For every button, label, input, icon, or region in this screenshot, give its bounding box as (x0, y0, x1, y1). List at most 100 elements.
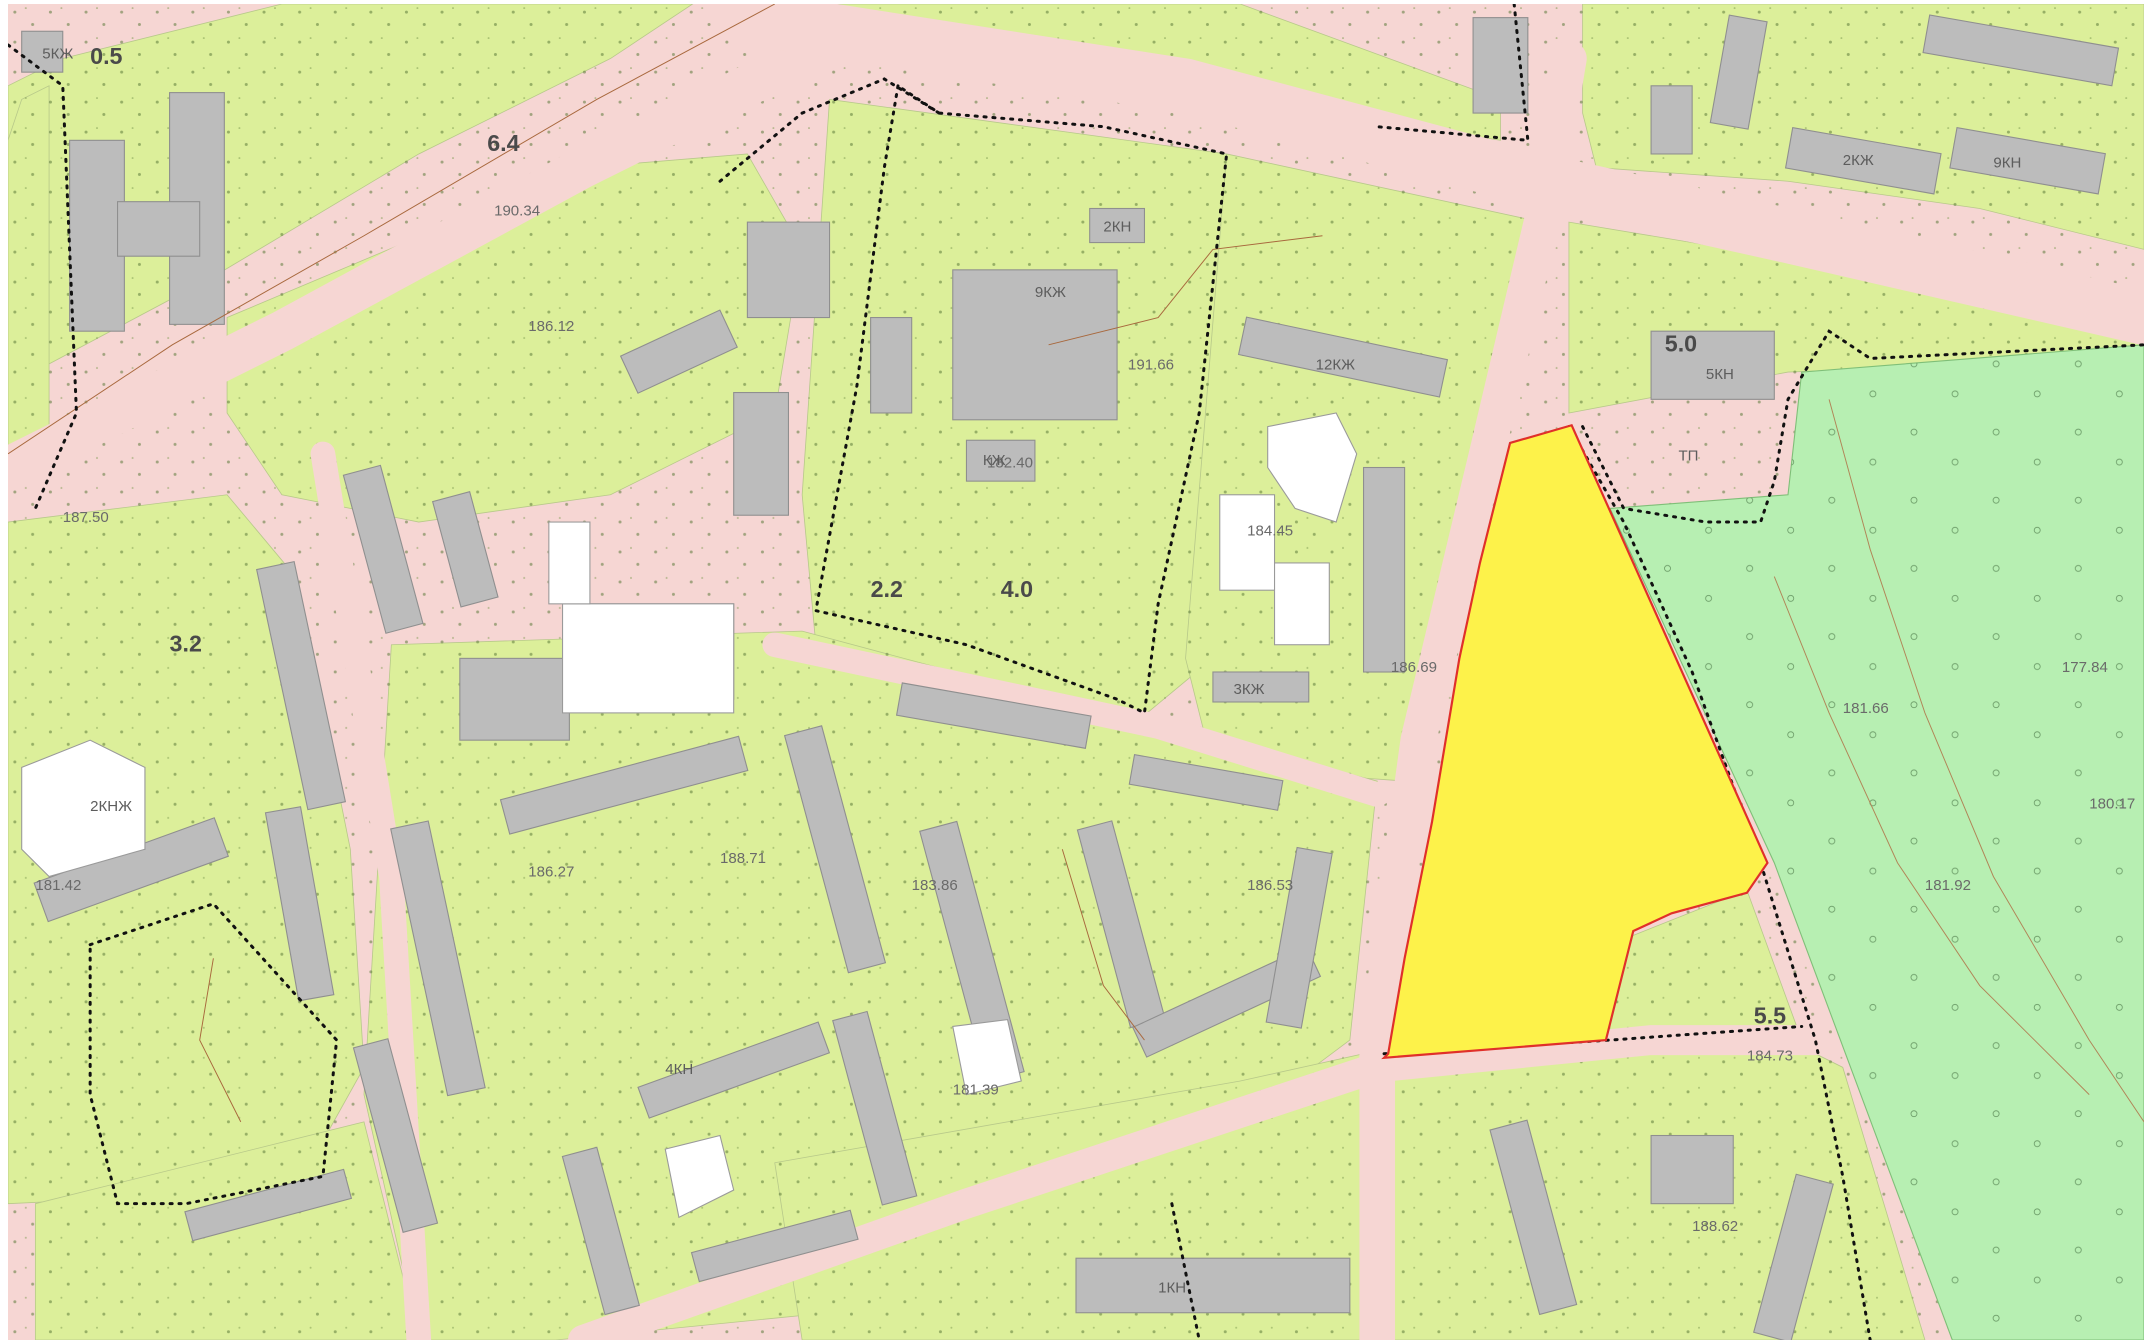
elevation-mark: 180.17 (2089, 795, 2135, 812)
building-label: 4КН (665, 1061, 693, 1078)
boundary-sw (88, 902, 339, 1206)
elevation-mark: 188.62 (1692, 1218, 1738, 1235)
building (1922, 14, 2120, 87)
building-label: 3КЖ (1233, 681, 1264, 698)
building (1237, 316, 1449, 398)
white-structure (1267, 412, 1358, 523)
highlighted-parcel[interactable] (1381, 423, 1769, 1060)
building (1650, 1134, 1734, 1205)
white-structure (548, 521, 591, 605)
building (184, 1168, 353, 1242)
street-inner-2 (762, 632, 1390, 807)
building (390, 820, 486, 1097)
utility-line (1061, 849, 1145, 1041)
white-structure (561, 603, 735, 714)
building-label: 1КН (1158, 1279, 1186, 1296)
topographic-map[interactable]: 2.2 4.0 5.0 3.2 0.5 6.4 5.5 190.34 186.1… (8, 4, 2144, 1340)
building (1650, 330, 1775, 400)
streets (8, 4, 2144, 1340)
elevation-mark: 187.50 (63, 509, 109, 526)
elevation-mark: 186.53 (1247, 877, 1293, 894)
elevation-mark: 181.66 (1843, 700, 1889, 717)
building-label: 5КН (1706, 366, 1734, 383)
block-number: 3.2 (170, 631, 202, 657)
building (1128, 754, 1284, 811)
elevation-mark: 182.40 (987, 455, 1033, 472)
building (783, 725, 887, 974)
building (690, 1209, 859, 1283)
elevation-mark: 186.27 (528, 864, 574, 881)
white-structure (664, 1134, 735, 1219)
building (1709, 14, 1768, 130)
building (352, 1038, 439, 1233)
light-structures (21, 412, 1358, 1219)
building (1489, 1119, 1578, 1316)
building (733, 391, 790, 516)
building (264, 806, 335, 1002)
building-label: 2КНЖ (90, 798, 132, 815)
building (499, 735, 749, 835)
building-label: КЖ (983, 452, 1006, 469)
elevation-mark: 181.39 (953, 1082, 999, 1099)
building (1075, 1257, 1351, 1314)
boundary-top (1375, 4, 1530, 142)
white-structure (1219, 494, 1276, 591)
white-structure (952, 1019, 1022, 1096)
elevation-mark: 181.42 (35, 877, 81, 894)
street-south-diagonal (568, 1025, 1831, 1340)
boundary-south-mid (1170, 1202, 1201, 1340)
block-number: 5.5 (1754, 1003, 1786, 1029)
street-main-diagonal (8, 10, 878, 488)
elevation-mark: 184.73 (1747, 1048, 1793, 1065)
building (1650, 85, 1693, 155)
building (965, 439, 1036, 482)
elevation-mark: 190.34 (494, 202, 540, 219)
elevation-mark: 183.86 (912, 877, 958, 894)
building-label: ТП (1678, 448, 1698, 465)
building (870, 317, 913, 414)
elevation-mark: 177.84 (2062, 659, 2108, 676)
elevation-mark: 188.71 (720, 850, 766, 867)
building-label: 5КЖ (42, 46, 73, 63)
building-label: 2КЖ (1843, 152, 1874, 169)
block-number: 6.4 (487, 130, 519, 156)
building (637, 1021, 831, 1119)
building (116, 201, 201, 257)
utility-line (8, 4, 775, 455)
forest-pattern (1610, 344, 2144, 1340)
building (1784, 126, 1942, 195)
utility-line (199, 958, 242, 1123)
boundary-west (8, 43, 78, 510)
building-label: 9КЖ (1035, 284, 1066, 301)
building (431, 491, 499, 608)
building (1362, 466, 1406, 673)
street-east-vertical (1359, 40, 1587, 1340)
block-number: 5.0 (1665, 331, 1697, 357)
block-number: 2.2 (871, 576, 903, 602)
block-number: 4.0 (1001, 576, 1033, 602)
white-structure (21, 739, 146, 878)
building-label: 12КЖ (1316, 356, 1356, 373)
boundary-north (718, 77, 941, 183)
elevation-mark: 186.12 (528, 318, 574, 335)
elevation-mark: 181.92 (1925, 877, 1971, 894)
building (952, 269, 1118, 421)
elevation-marks: 190.34 186.12 191.66 187.50 182.40 184.4… (35, 202, 2135, 1235)
white-structure (1273, 562, 1330, 646)
building (832, 1010, 918, 1206)
building (895, 682, 1092, 749)
building (746, 221, 831, 319)
building (255, 561, 347, 811)
elevation-mark: 186.69 (1391, 659, 1437, 676)
contour-line-2 (1773, 576, 2090, 1095)
building (561, 1146, 641, 1316)
building (1212, 671, 1310, 703)
building-label: 9КН (1993, 155, 2021, 172)
building (1949, 126, 2106, 195)
contour-line-1 (1828, 399, 2144, 1123)
elevation-mark: 184.45 (1247, 523, 1293, 540)
block-numbers: 2.2 4.0 5.0 3.2 0.5 6.4 5.5 (90, 43, 1786, 1029)
building (69, 139, 125, 332)
building (342, 464, 424, 634)
